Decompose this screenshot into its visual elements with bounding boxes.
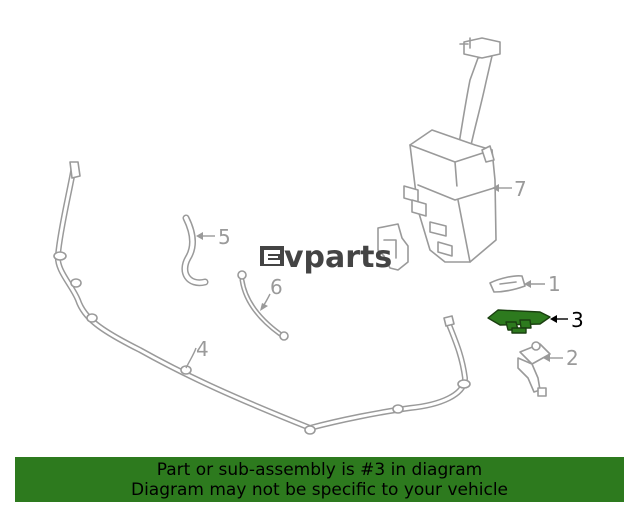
- part-1-cover[interactable]: [489, 275, 526, 293]
- part-6-hose[interactable]: [237, 270, 289, 341]
- callout-label-3: 3: [571, 308, 584, 332]
- callout-6: 6: [260, 275, 283, 311]
- callout-label-5: 5: [218, 225, 231, 249]
- part-3-washer-nozzle[interactable]: [487, 309, 551, 334]
- banner-line-1: Part or sub-assembly is #3 in diagram: [156, 460, 483, 480]
- callout-label-2: 2: [566, 346, 579, 370]
- ev-logo-icon: [260, 246, 284, 266]
- watermark-text: vparts: [284, 240, 392, 275]
- part-2-washer-pump[interactable]: [517, 341, 551, 397]
- info-banner: Part or sub-assembly is #3 in diagram Di…: [15, 457, 624, 502]
- reservoir-bracket[interactable]: [377, 223, 409, 271]
- part-5-hose[interactable]: [181, 214, 209, 287]
- watermark: vparts: [260, 240, 392, 275]
- callout-label-1: 1: [548, 272, 561, 296]
- part-4-washer-hose[interactable]: [53, 161, 471, 435]
- callout-3: 3: [550, 308, 584, 332]
- callout-5: 5: [196, 225, 231, 249]
- callout-4: 4: [185, 337, 209, 369]
- callout-7: 7: [492, 177, 527, 201]
- callout-label-7: 7: [514, 177, 527, 201]
- callout-label-4: 4: [196, 337, 209, 361]
- callout-label-6: 6: [270, 275, 283, 299]
- callout-2: 2: [543, 346, 579, 370]
- part-7-washer-reservoir[interactable]: [403, 37, 501, 263]
- banner-line-2: Diagram may not be specific to your vehi…: [130, 480, 508, 500]
- callout-1: 1: [524, 272, 561, 296]
